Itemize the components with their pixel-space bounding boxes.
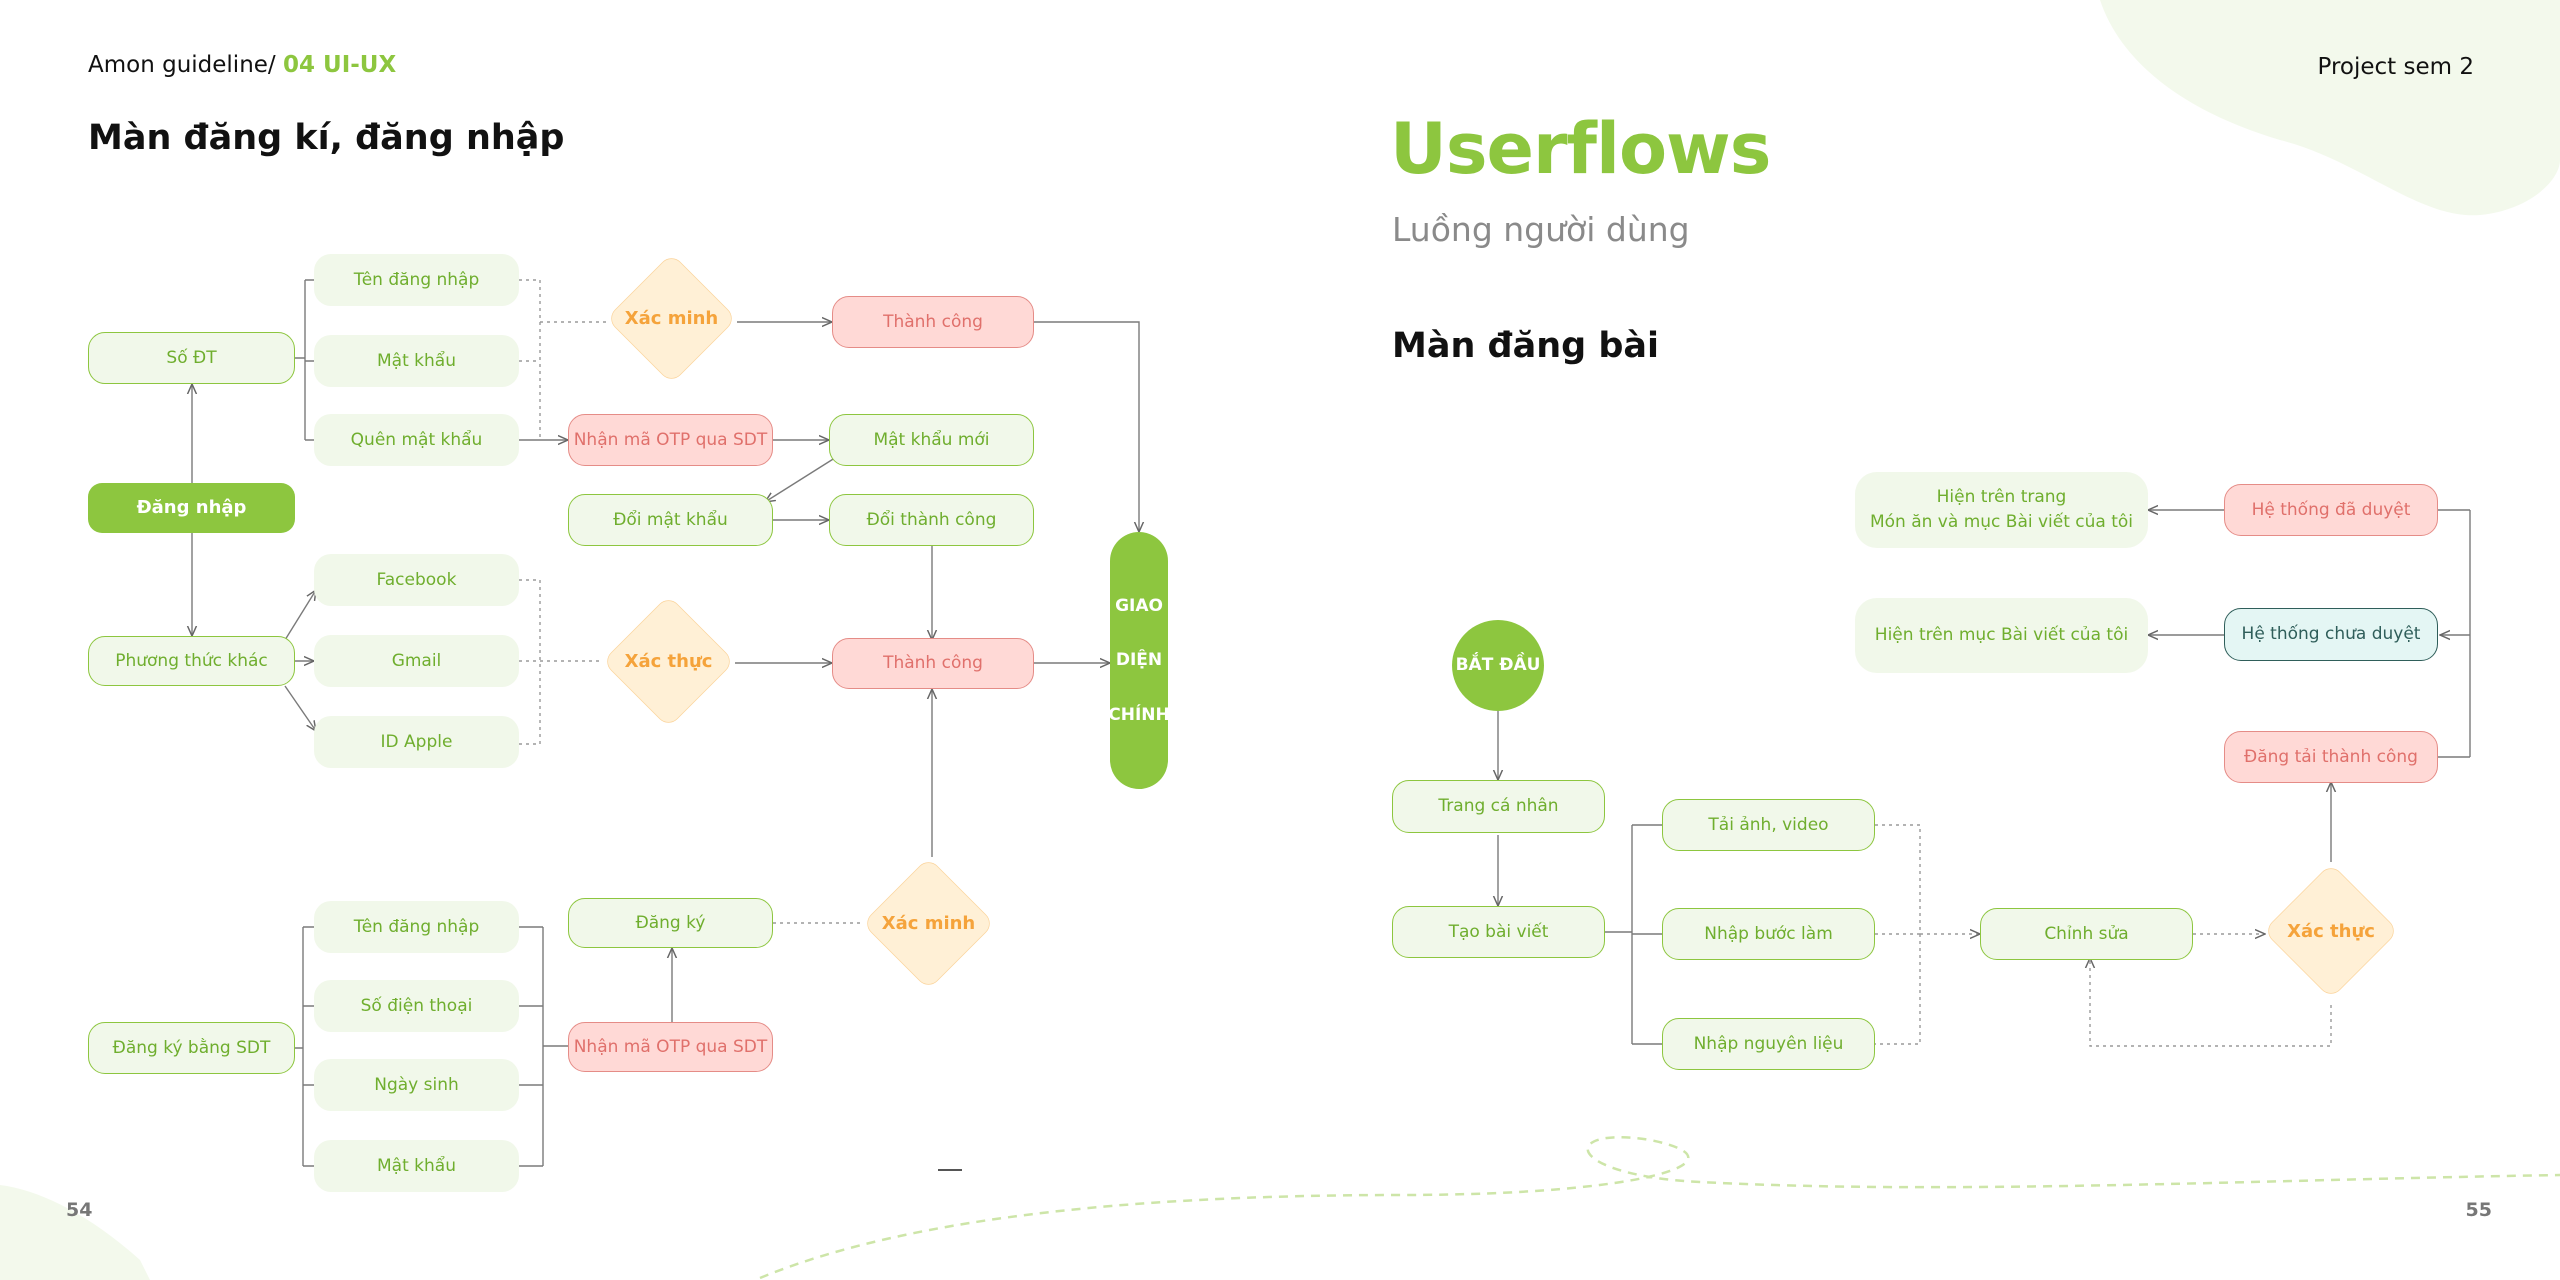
giao-dien-chinh-lines: GIAO DIỆN CHÍNH <box>1108 594 1169 728</box>
page-number-left: 54 <box>66 1199 93 1221</box>
decision-reg-xac-minh-label: Xác minh <box>881 913 976 934</box>
breadcrumb: Amon guideline/ 04 UI-UX <box>88 52 396 78</box>
userflows-subtitle: Luồng người dùng <box>1392 210 1690 249</box>
page-number-right: 55 <box>2465 1199 2492 1221</box>
node-reg-ngay-sinh: Ngày sinh <box>314 1059 519 1111</box>
node-mat-khau-moi: Mật khẩu mới <box>829 414 1034 466</box>
node-so-dt: Số ĐT <box>88 332 295 384</box>
decision-post-xac-thuc: Xác thực <box>2263 863 2399 999</box>
node-mat-khau: Mật khẩu <box>314 335 519 387</box>
node-phuong-thuc-khac: Phương thức khác <box>88 636 295 686</box>
node-ten-dang-nhap: Tên đăng nhập <box>314 254 519 306</box>
decision-xac-minh-label: Xác minh <box>624 308 719 329</box>
decision-xac-minh: Xác minh <box>606 253 737 384</box>
node-thanh-cong-2: Thành công <box>832 638 1034 689</box>
node-dang-ky-bang-sdt: Đăng ký bằng SDT <box>88 1022 295 1074</box>
giao-dien-chinh-line-2: DIỆN <box>1115 650 1163 671</box>
node-nhap-buoc-lam: Nhập bước làm <box>1662 908 1875 960</box>
node-dang-ky: Đăng ký <box>568 898 773 948</box>
node-reg-mat-khau: Mật khẩu <box>314 1140 519 1192</box>
left-page-title: Màn đăng kí, đăng nhập <box>88 118 565 158</box>
node-reg-so-dien-thoai: Số điện thoại <box>314 980 519 1032</box>
node-bat-dau: BẮT ĐẦU <box>1452 620 1544 711</box>
node-reg-nhan-ma-otp: Nhận mã OTP qua SDT <box>568 1022 773 1072</box>
node-id-apple: ID Apple <box>314 716 519 768</box>
node-dang-tai-thanh-cong: Đăng tải thành công <box>2224 731 2438 783</box>
dashed-swoosh <box>759 1135 2560 1280</box>
top-right-blob <box>2100 0 2560 216</box>
decision-reg-xac-minh: Xác minh <box>862 857 995 990</box>
node-gmail: Gmail <box>314 635 519 687</box>
breadcrumb-section: 04 UI-UX <box>283 52 397 78</box>
node-reg-ten-dang-nhap: Tên đăng nhập <box>314 901 519 953</box>
breadcrumb-prefix: Amon guideline/ <box>88 52 276 78</box>
node-thanh-cong: Thành công <box>832 296 1034 348</box>
userflows-title: Userflows <box>1390 108 1771 190</box>
node-tao-bai-viet: Tạo bài viết <box>1392 906 1605 958</box>
node-he-thong-chua-duyet: Hệ thống chưa duyệt <box>2224 608 2438 661</box>
bottom-left-blob <box>0 1185 150 1280</box>
node-trang-ca-nhan: Trang cá nhân <box>1392 780 1605 833</box>
decision-xac-thuc-label: Xác thực <box>624 651 713 672</box>
project-label: Project sem 2 <box>2317 54 2475 80</box>
node-doi-thanh-cong: Đổi thành công <box>829 494 1034 546</box>
node-doi-mat-khau: Đổi mật khẩu <box>568 494 773 546</box>
node-tai-anh-video: Tải ảnh, video <box>1662 799 1875 851</box>
node-hien-tren-trang: Hiện trên trang Món ăn và mục Bài viết c… <box>1855 472 2148 548</box>
decision-post-xac-thuc-label: Xác thực <box>2287 920 2375 942</box>
node-nhap-nguyen-lieu: Nhập nguyên liệu <box>1662 1018 1875 1070</box>
hien-tren-trang-line-1: Hiện trên trang <box>1936 487 2067 508</box>
hien-tren-trang-line-2: Món ăn và mục Bài viết của tôi <box>1869 512 2134 532</box>
node-giao-dien-chinh: GIAO DIỆN CHÍNH <box>1108 532 1170 789</box>
node-hien-tren-muc: Hiện trên mục Bài viết của tôi <box>1855 598 2148 673</box>
node-facebook: Facebook <box>314 554 519 606</box>
node-nhan-ma-otp: Nhận mã OTP qua SDT <box>568 414 773 466</box>
decision-xac-thuc: Xác thực <box>602 595 735 728</box>
post-flow-title: Màn đăng bài <box>1392 326 1660 366</box>
node-he-thong-da-duyet: Hệ thống đã duyệt <box>2224 484 2438 536</box>
giao-dien-chinh-line-3: CHÍNH <box>1108 704 1170 725</box>
giao-dien-chinh-line-1: GIAO <box>1115 595 1163 616</box>
node-chinh-sua: Chỉnh sửa <box>1980 908 2193 960</box>
node-quen-mat-khau: Quên mật khẩu <box>314 414 519 466</box>
node-dang-nhap: Đăng nhập <box>88 483 295 533</box>
